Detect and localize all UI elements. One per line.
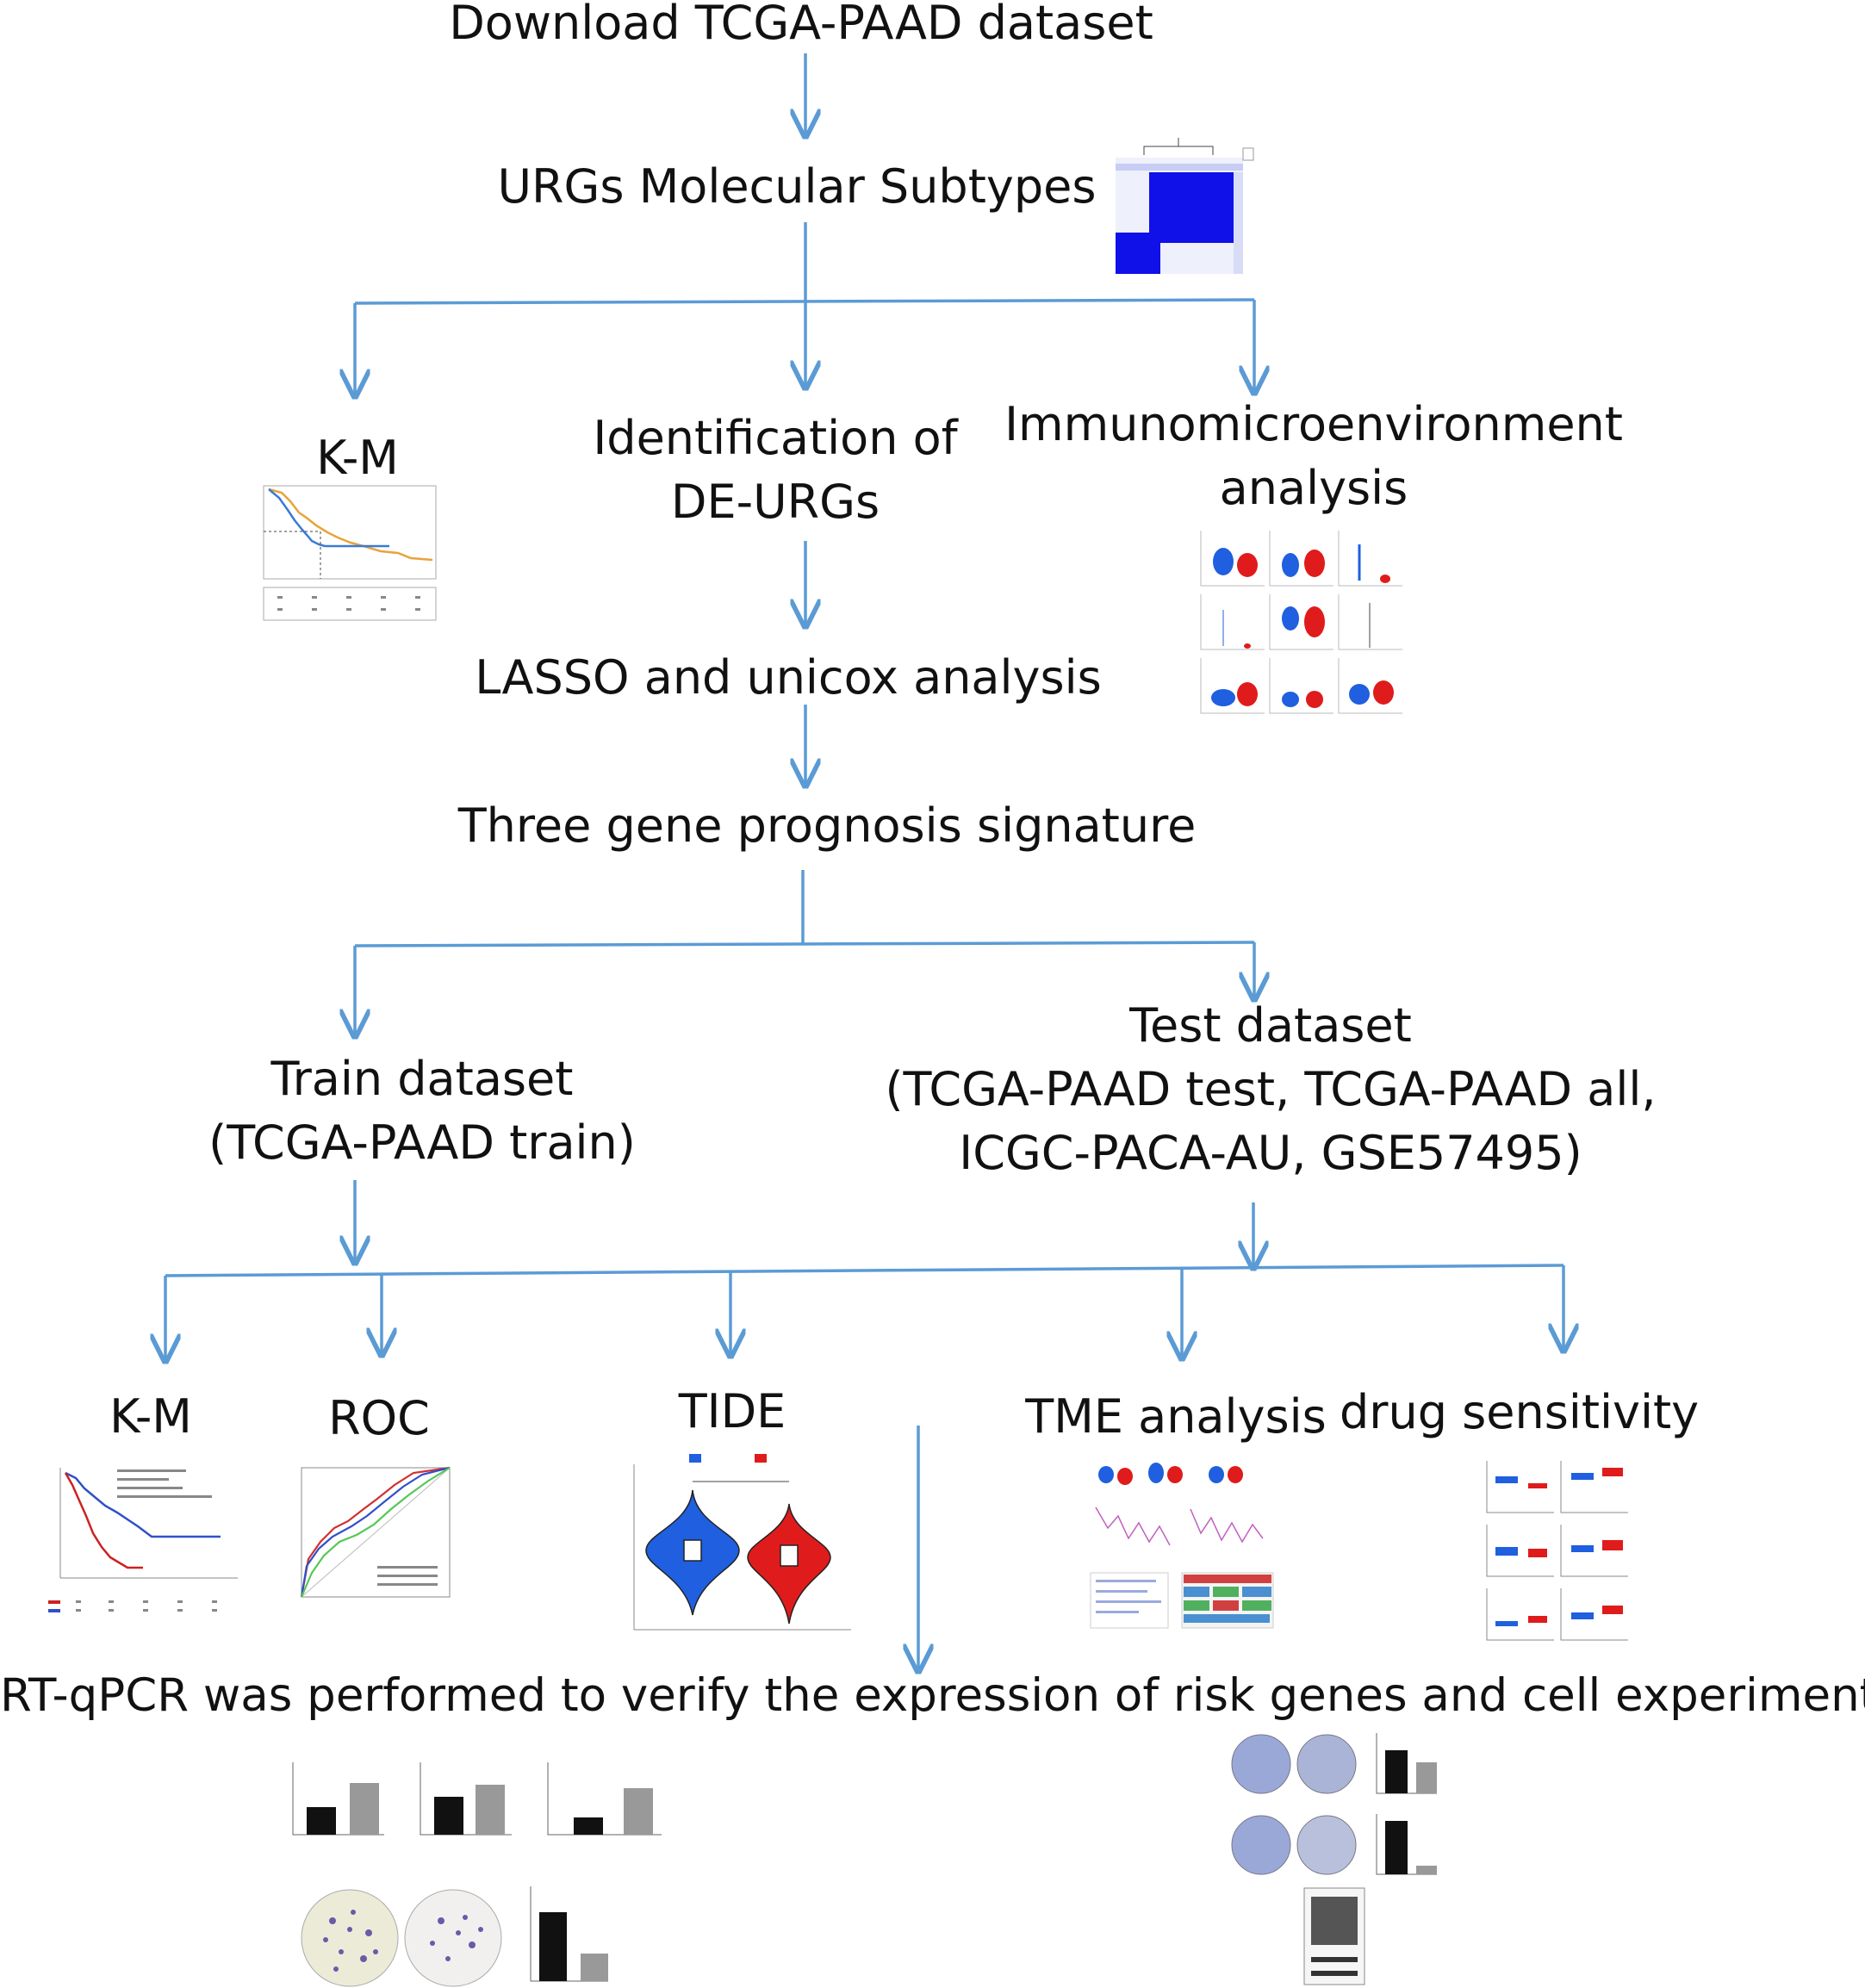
node-deurgs-line-1: Identification of <box>593 411 958 465</box>
roc-curve-thumbnail <box>300 1466 451 1598</box>
km-curve-thumbnail-bottom <box>48 1468 238 1612</box>
rtqpcr-bar-and-colony-thumbnail <box>292 1762 662 1987</box>
node-deurgs-line-2: DE-URGs <box>670 475 880 529</box>
node-km-top-label: K-M <box>316 431 399 485</box>
tme-analysis-thumbnail <box>1090 1463 1274 1629</box>
node-tide: TIDE <box>637 1380 827 1444</box>
node-lasso-label: LASSO and unicox analysis <box>475 650 1102 705</box>
node-train-line-1: Train dataset <box>270 1052 574 1106</box>
node-signature-label: Three gene prognosis signature <box>457 798 1197 853</box>
node-rtqpcr: RT-qPCR was performed to verify the expr… <box>0 1664 1865 1728</box>
node-km-top: K-M <box>267 426 448 490</box>
node-subtypes-label: URGs Molecular Subtypes <box>497 159 1097 214</box>
node-lasso-unicox: LASSO and unicox analysis <box>444 646 1133 710</box>
km-curve-thumbnail-top <box>263 485 437 621</box>
cell-experiment-thumbnail <box>1231 1733 1437 1985</box>
node-tide-label: TIDE <box>678 1384 786 1438</box>
node-immuno-line-1: Immunomicroenvironment <box>1004 397 1623 451</box>
node-train-dataset: Train dataset (TCGA-PAAD train) <box>181 1047 663 1175</box>
node-urgs-subtypes: URGs Molecular Subtypes <box>452 155 1141 219</box>
node-roc: ROC <box>293 1387 465 1451</box>
immune-violin-grid-thumbnail <box>1200 531 1402 714</box>
node-roc-label: ROC <box>328 1391 430 1445</box>
node-download-dataset: Download TCGA-PAAD dataset <box>370 0 1232 55</box>
node-tme-analysis: TME analysis <box>1016 1385 1335 1449</box>
node-immuno-line-2: analysis <box>1219 461 1408 515</box>
node-drug-label: drug sensitivity <box>1340 1385 1700 1439</box>
node-test-line-3: ICGC-PACA-AU, GSE57495) <box>959 1126 1582 1180</box>
node-km-bottom-label: K-M <box>109 1389 192 1444</box>
node-train-line-2: (TCGA-PAAD train) <box>208 1115 636 1170</box>
node-download-label: Download TCGA-PAAD dataset <box>449 0 1153 50</box>
line-branch-middle <box>354 941 1255 947</box>
node-km-bottom: K-M <box>69 1385 233 1449</box>
node-three-gene-signature: Three gene prognosis signature <box>409 794 1245 858</box>
node-rtqpcr-label: RT-qPCR was performed to verify the expr… <box>0 1669 1865 1722</box>
node-test-line-2: (TCGA-PAAD test, TCGA-PAAD all, <box>885 1062 1657 1116</box>
drug-sensitivity-boxplot-thumbnail <box>1486 1461 1628 1641</box>
node-de-urgs: Identification of DE-URGs <box>560 407 991 534</box>
node-test-dataset: Test dataset (TCGA-PAAD test, TCGA-PAAD … <box>874 994 1667 1185</box>
node-tme-label: TME analysis <box>1025 1389 1327 1444</box>
consensus-heatmap-thumbnail <box>1116 138 1254 274</box>
node-test-line-1: Test dataset <box>1129 998 1412 1053</box>
node-immuno-analysis: Immunomicroenvironment analysis <box>969 393 1658 520</box>
line-branch-bottom <box>165 1264 1564 1277</box>
tide-violin-thumbnail <box>633 1454 851 1631</box>
node-drug-sensitivity: drug sensitivity <box>1340 1381 1700 1444</box>
